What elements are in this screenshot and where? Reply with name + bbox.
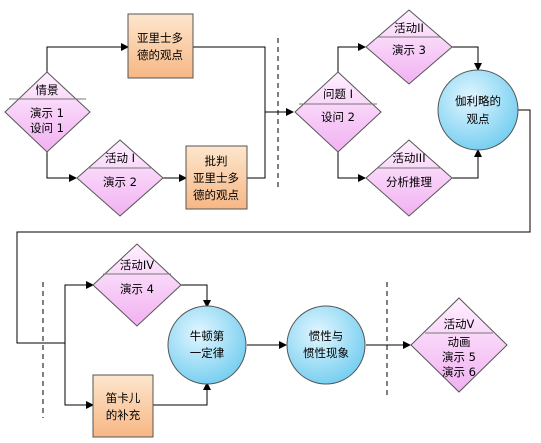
node-dikaer-line-1: 笛卡儿 bbox=[106, 391, 141, 405]
node-wenti1[interactable]: 问题 I 设问 2 bbox=[294, 71, 382, 153]
node-wenti1-title: 问题 I bbox=[323, 87, 353, 101]
node-niudun[interactable]: 牛顿第 一定律 bbox=[167, 305, 247, 385]
edge-huodong3-to-jialilue bbox=[452, 149, 482, 179]
node-huodong1-title: 活动 I bbox=[105, 151, 135, 165]
node-yalishiduode-line-1: 亚里士多 bbox=[137, 31, 183, 45]
edge-qingjing-to-yalishiduode bbox=[46, 43, 129, 72]
node-qingjing-line-2: 设问 1 bbox=[30, 121, 64, 135]
node-qingjing[interactable]: 情景 演示 1 设问 1 bbox=[4, 71, 91, 153]
edge-wenti1-to-huodong3 bbox=[337, 152, 366, 182]
node-pipan-line-3: 德的观点 bbox=[193, 188, 239, 202]
node-huodong2[interactable]: 活动II 演示 3 bbox=[365, 9, 453, 85]
node-jialilue-line-2: 观点 bbox=[467, 112, 490, 126]
node-huodong5-line-1: 动画 bbox=[448, 335, 471, 349]
node-pipan[interactable]: 批判 亚里士多 德的观点 bbox=[185, 145, 248, 210]
edge-pipan-to-merge bbox=[247, 112, 266, 179]
node-huodong4-title: 活动IV bbox=[120, 258, 154, 272]
node-huodong5-line-2: 演示 5 bbox=[442, 350, 476, 364]
node-huodong2-line-1: 演示 3 bbox=[392, 43, 426, 57]
node-guanxing-line-2: 惯性现象 bbox=[303, 346, 349, 360]
node-huodong5[interactable]: 活动V 动画 演示 5 演示 6 bbox=[410, 297, 508, 393]
node-dikaer[interactable]: 笛卡儿 的补充 bbox=[92, 374, 154, 438]
node-jialilue[interactable]: 伽利略的 观点 bbox=[437, 69, 519, 151]
node-huodong4-line-1: 演示 4 bbox=[120, 282, 154, 296]
connector-lines bbox=[16, 43, 531, 409]
node-huodong4[interactable]: 活动IV 演示 4 bbox=[92, 243, 182, 327]
node-niudun-line-2: 一定律 bbox=[190, 346, 225, 360]
node-niudun-line-1: 牛顿第 bbox=[190, 329, 225, 343]
node-qingjing-line-1: 演示 1 bbox=[30, 106, 64, 120]
edge-yalishiduode-to-wenti1 bbox=[193, 46, 294, 116]
node-yalishiduode-line-2: 德的观点 bbox=[137, 48, 183, 62]
node-qingjing-title: 情景 bbox=[36, 83, 59, 97]
node-huodong3[interactable]: 活动III 分析推理 bbox=[365, 139, 453, 217]
edge-huodong2-to-jialilue bbox=[452, 46, 482, 71]
node-guanxing[interactable]: 惯性与 惯性现象 bbox=[286, 305, 366, 385]
node-jialilue-line-1: 伽利略的 bbox=[455, 94, 501, 108]
node-wenti1-line-1: 设问 2 bbox=[321, 110, 355, 124]
node-pipan-line-1: 批判 bbox=[205, 154, 228, 168]
edge-split-to-huodong4 bbox=[64, 281, 94, 343]
node-huodong5-line-3: 演示 6 bbox=[442, 365, 476, 379]
node-guanxing-line-1: 惯性与 bbox=[309, 329, 344, 343]
node-huodong2-title: 活动II bbox=[394, 21, 424, 35]
edge-jialilue-to-row2 bbox=[16, 109, 531, 344]
dashed-separators bbox=[42, 38, 388, 418]
edge-split-to-dikaer bbox=[64, 343, 94, 409]
node-yalishiduode[interactable]: 亚里士多 德的观点 bbox=[127, 13, 194, 79]
node-huodong3-title: 活动III bbox=[392, 151, 425, 165]
node-dikaer-line-2: 的补充 bbox=[106, 408, 141, 422]
edge-huodong4-to-niudun bbox=[181, 284, 211, 308]
node-huodong1-line-1: 演示 2 bbox=[103, 175, 137, 189]
edge-dikaer-to-niudun bbox=[153, 382, 211, 406]
node-huodong3-line-1: 分析推理 bbox=[386, 175, 432, 189]
node-pipan-line-2: 亚里士多 bbox=[193, 171, 239, 185]
edge-qingjing-to-huodong1 bbox=[46, 152, 77, 182]
node-huodong1[interactable]: 活动 I 演示 2 bbox=[76, 139, 164, 217]
node-huodong5-title: 活动V bbox=[444, 317, 475, 331]
edge-wenti1-to-huodong2 bbox=[337, 43, 366, 72]
